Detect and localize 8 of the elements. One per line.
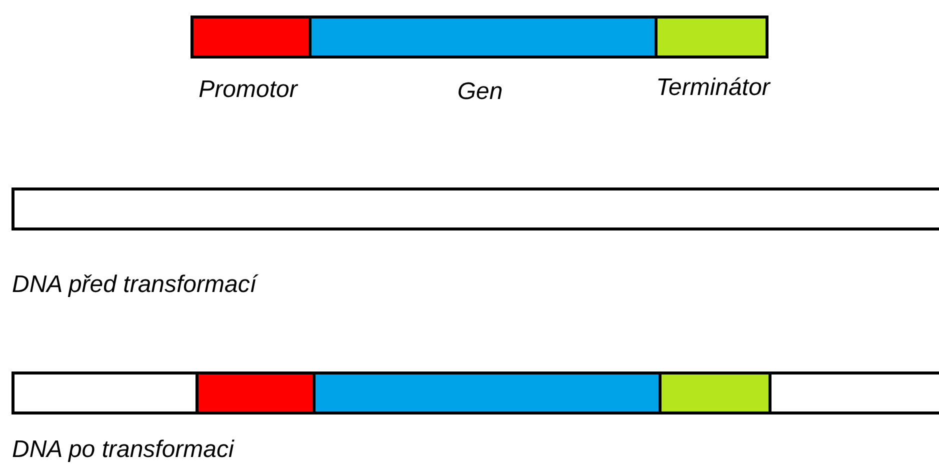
segment-label: Promotor bbox=[198, 78, 298, 102]
node-label: DNA po transformaci bbox=[12, 438, 234, 462]
dna-strand-bar bbox=[12, 372, 939, 414]
gene-construct-bar bbox=[190, 16, 768, 58]
dna-strand-bar bbox=[12, 188, 939, 230]
segment-label: Terminátor bbox=[656, 76, 770, 100]
node-label: DNA před transformací bbox=[12, 273, 257, 297]
segment-label: Gen bbox=[457, 80, 503, 104]
